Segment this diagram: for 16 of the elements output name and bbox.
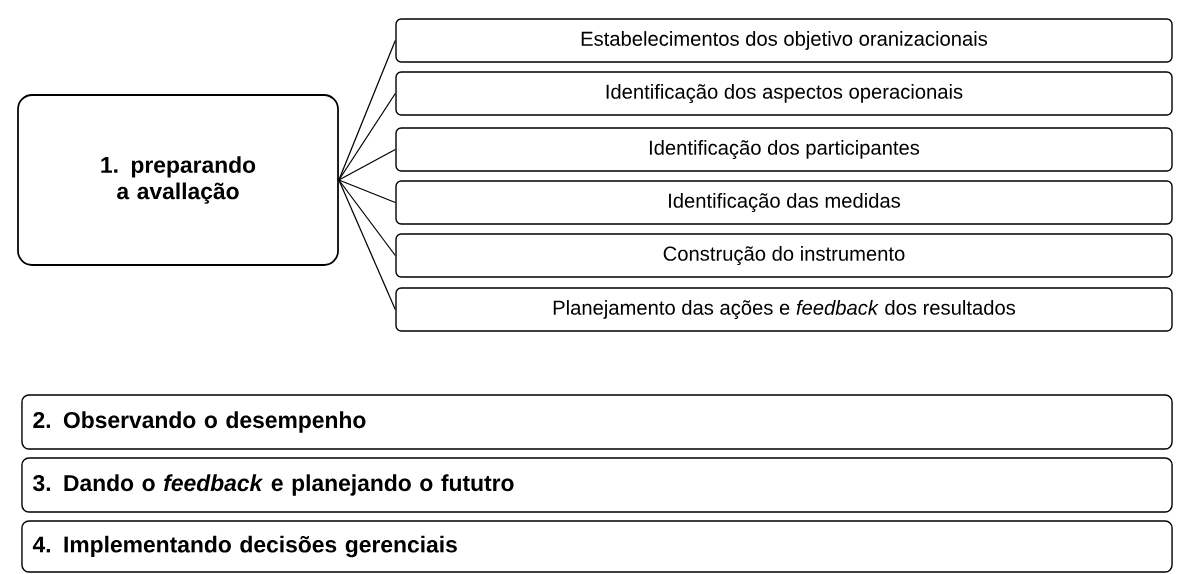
connector-line bbox=[338, 179, 396, 257]
step-box: Construção do instrumento bbox=[395, 233, 1173, 278]
stage-box: 2. Observando o desempenho bbox=[21, 394, 1173, 450]
connector-line bbox=[338, 148, 396, 181]
stage-box: 1. preparando a avallação bbox=[17, 94, 339, 266]
step-box: Identificação dos participantes bbox=[395, 127, 1173, 172]
connector-line bbox=[338, 179, 396, 311]
connector-line bbox=[338, 92, 396, 181]
step-box: Planejamento das ações e feedback dos resultados bbox=[395, 287, 1173, 332]
stage-box: 3. Dando o feedback e planejando o fututro bbox=[21, 457, 1173, 513]
step-box: Identificação dos aspectos operacionais bbox=[395, 71, 1173, 116]
step-box: Estabelecimentos dos objetivo oranizacionais bbox=[395, 18, 1173, 63]
connector-line bbox=[338, 39, 396, 181]
connector-line bbox=[338, 179, 396, 204]
stage-box: 4. Implementando decisões gerenciais bbox=[21, 520, 1173, 573]
step-box: Identificação das medidas bbox=[395, 180, 1173, 225]
